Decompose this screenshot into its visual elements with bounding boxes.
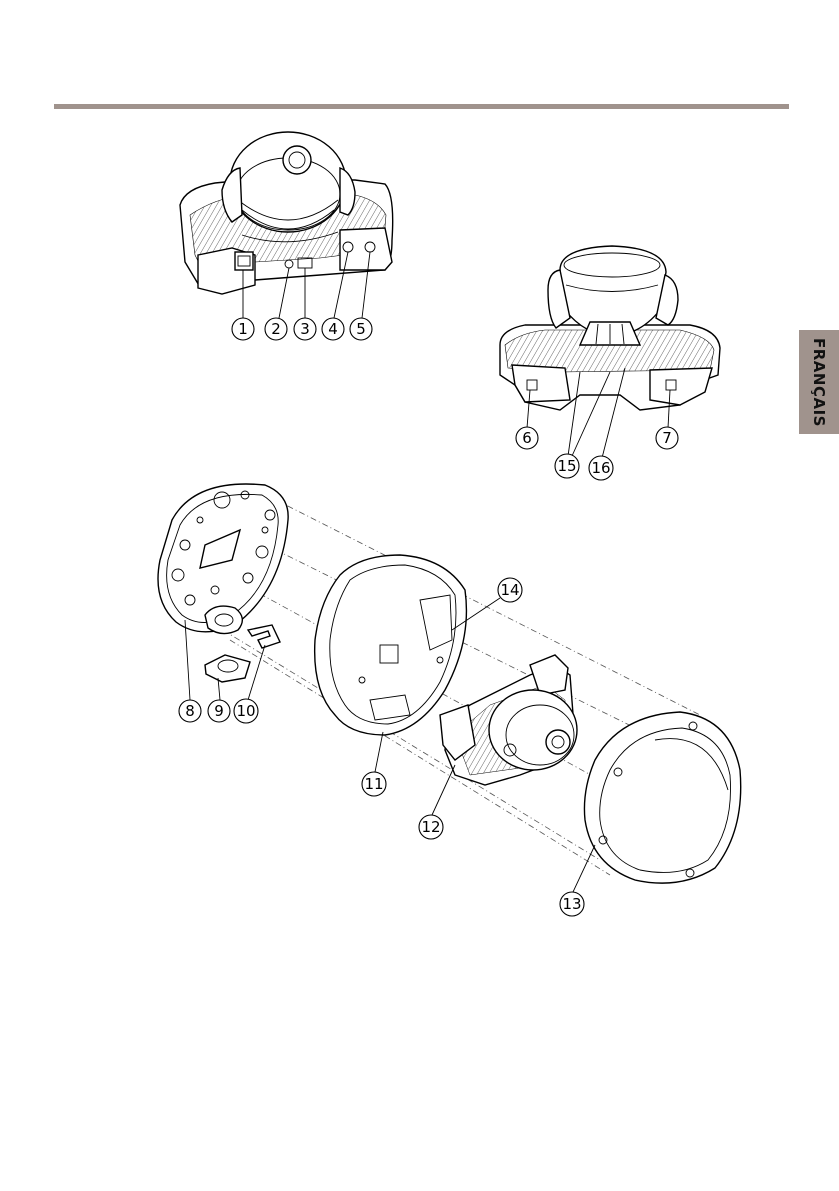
svg-text:11: 11 (364, 775, 383, 793)
recessed-housing (315, 555, 467, 735)
camera-bottom-view (500, 246, 720, 410)
callout-13: 13 (560, 892, 584, 916)
callout-11: 11 (362, 772, 386, 796)
wrench-key (248, 625, 280, 648)
svg-text:12: 12 (421, 818, 440, 836)
svg-text:6: 6 (522, 429, 532, 447)
callout-4: 4 (322, 318, 344, 340)
svg-text:5: 5 (356, 320, 366, 338)
svg-text:16: 16 (591, 459, 610, 477)
callout-14: 14 (498, 578, 522, 602)
callout-1: 1 (232, 318, 254, 340)
svg-text:8: 8 (185, 702, 195, 720)
callout-2: 2 (265, 318, 287, 340)
svg-text:2: 2 (271, 320, 281, 338)
callout-8: 8 (179, 700, 201, 722)
callout-3: 3 (294, 318, 316, 340)
callout-9: 9 (208, 700, 230, 722)
callout-12: 12 (419, 815, 443, 839)
camera-module (440, 655, 577, 785)
callout-15: 15 (555, 454, 579, 478)
svg-text:15: 15 (557, 457, 576, 475)
callout-10: 10 (234, 699, 258, 723)
svg-text:10: 10 (236, 702, 255, 720)
camera-top-view (180, 132, 393, 294)
svg-text:1: 1 (238, 320, 248, 338)
callout-7: 7 (656, 427, 678, 449)
svg-text:13: 13 (562, 895, 581, 913)
svg-text:7: 7 (662, 429, 672, 447)
mounting-bracket (158, 484, 288, 634)
svg-text:3: 3 (300, 320, 310, 338)
mount-clip (205, 655, 250, 682)
svg-text:4: 4 (328, 320, 338, 338)
svg-text:14: 14 (500, 581, 519, 599)
callout-5: 5 (350, 318, 372, 340)
callout-16: 16 (589, 456, 613, 480)
svg-text:9: 9 (214, 702, 224, 720)
callout-6: 6 (516, 427, 538, 449)
dome-cover (584, 712, 740, 883)
